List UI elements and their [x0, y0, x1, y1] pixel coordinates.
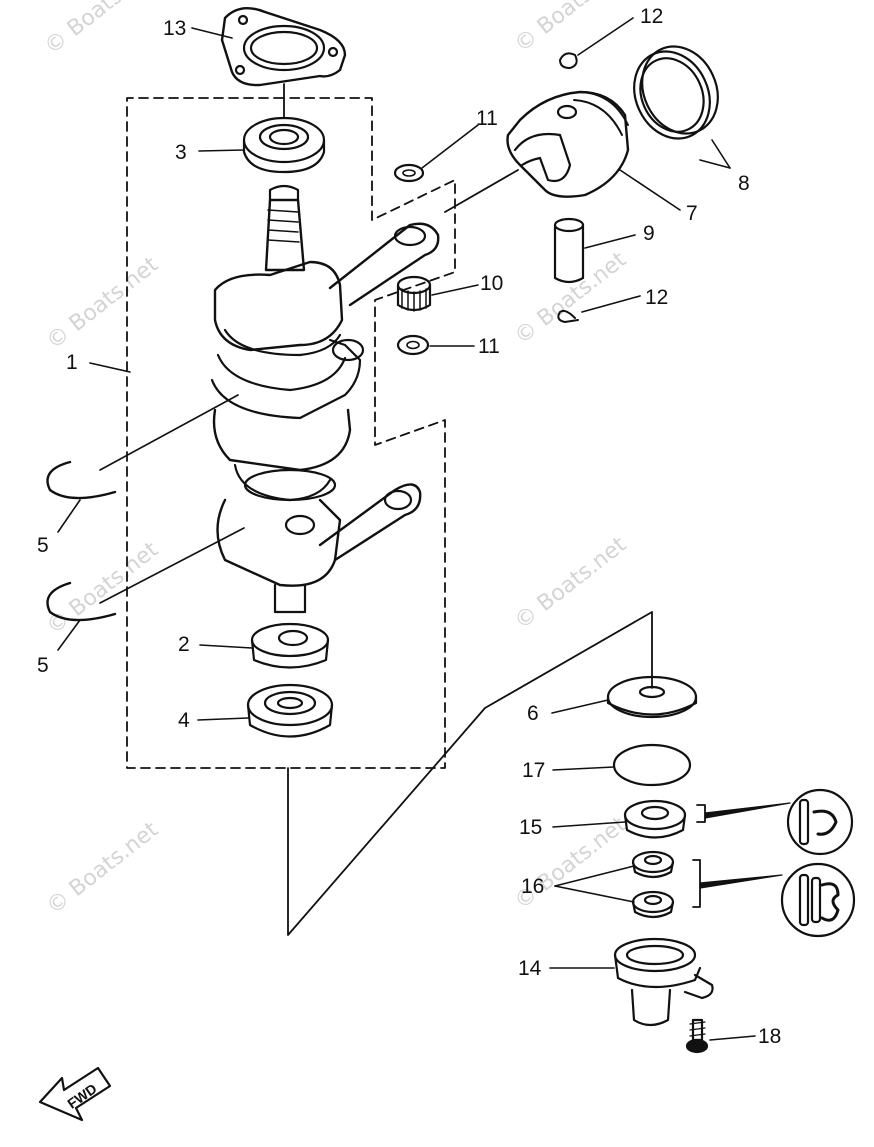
- callout-16: 16: [521, 875, 545, 898]
- callout-14: 14: [518, 957, 542, 980]
- oil-seal-pair: [631, 850, 675, 919]
- callout-4: 4: [178, 709, 190, 732]
- circlip-upper: [559, 52, 578, 69]
- oil-seal-pair-detail-circle: [780, 862, 856, 938]
- piston-pin: [553, 217, 585, 284]
- retaining-ring-lower: [46, 581, 117, 622]
- crankshaft-assembly-boundary: [126, 97, 456, 769]
- callout-6: 6: [527, 702, 539, 725]
- callout-15: 15: [519, 816, 543, 839]
- callout-17: 17: [522, 759, 546, 782]
- flat-washer: [606, 675, 698, 719]
- oil-seal-detail-circle: [786, 788, 854, 856]
- callout-9: 9: [643, 222, 655, 245]
- callout-11: 11: [478, 335, 500, 358]
- seal-group-boundary: [287, 611, 653, 936]
- callout-12: 12: [640, 5, 664, 28]
- callout-5: 5: [37, 654, 49, 677]
- o-ring: [612, 743, 692, 787]
- piston: [506, 90, 630, 198]
- leader-lines: [57, 17, 756, 1041]
- callout-10: 10: [480, 272, 504, 295]
- callout-3: 3: [175, 141, 187, 164]
- forward-arrow-icon: [38, 1066, 112, 1122]
- seal-housing-plate: [220, 6, 347, 87]
- callout-12: 12: [645, 286, 669, 309]
- circlip-lower: [557, 309, 579, 323]
- oil-seal: [623, 799, 687, 839]
- thrust-washer-upper: [393, 163, 425, 183]
- thrust-washer-lower: [396, 334, 430, 356]
- piston-rings: [633, 45, 719, 140]
- screw: [685, 1018, 709, 1054]
- lower-housing: [613, 937, 714, 1027]
- callout-1: 1: [66, 351, 78, 374]
- labyrinth-seal: [250, 622, 330, 669]
- callout-7: 7: [686, 202, 698, 225]
- callout-8: 8: [738, 172, 750, 195]
- crankshaft: [210, 184, 440, 614]
- callout-5: 5: [37, 534, 49, 557]
- callout-11: 11: [476, 107, 498, 130]
- upper-bearing: [242, 116, 326, 174]
- callout-18: 18: [758, 1025, 782, 1048]
- retaining-ring-upper: [46, 460, 117, 500]
- needle-bearing: [396, 275, 432, 312]
- lower-bearing: [246, 683, 334, 738]
- callout-2: 2: [178, 633, 190, 656]
- callout-13: 13: [163, 17, 187, 40]
